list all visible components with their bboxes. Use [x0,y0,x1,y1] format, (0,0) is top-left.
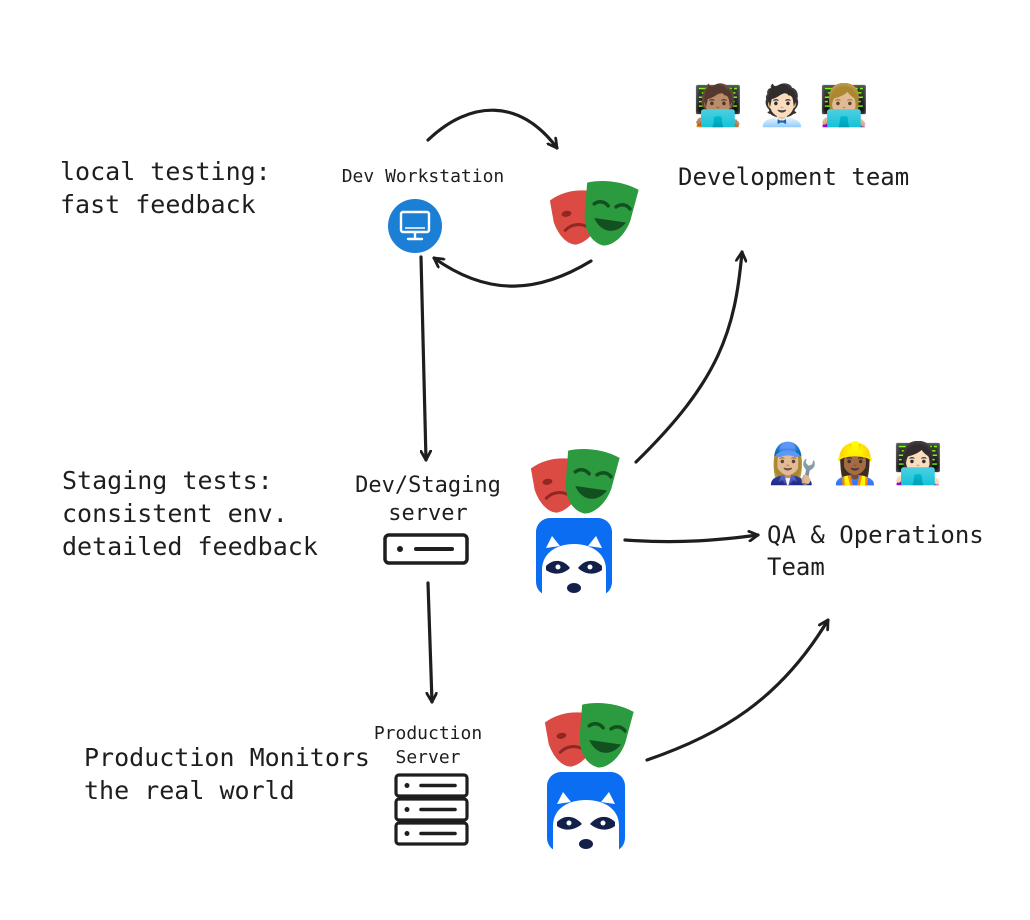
raccoon-icon [547,772,625,852]
dev-workstation-label: Dev Workstation [341,166,505,187]
arrow-staging-to-production [428,581,432,704]
server-stack-icon [394,773,469,846]
server-icon [383,533,469,565]
person-laptop-icon: 👩🏻‍💻 [893,441,943,487]
arrow-staging-to-qa-team [623,535,760,544]
local-testing-label: local testing: fast feedback [60,157,271,219]
arrow-playwright-to-workstation [432,256,593,288]
mechanic-icon: 👩🏼‍🔧 [768,441,818,487]
qa-ops-team-label: QA & Operations Team [767,521,984,581]
development-team-label: Development team [678,163,910,191]
office-worker-icon: 🧑🏻‍💼 [757,83,807,129]
monitor-icon [388,199,442,253]
playwright-masks-icon [549,181,639,246]
arrow-workstation-to-staging [419,255,426,462]
production-monitors-label: Production Monitors the real world [84,743,370,805]
raccoon-icon [536,518,612,596]
arrow-staging-to-dev-team [634,250,742,464]
arrow-workstation-to-playwright [426,108,559,150]
arrow-production-to-qa-team [645,618,830,762]
production-server-label: Production Server [373,723,483,768]
person-laptop-icon: 🧑🏽‍💻 [693,83,743,129]
person-laptop-icon: 👩🏼‍💻 [819,83,869,129]
playwright-masks-icon [544,703,634,768]
construction-worker-icon: 👷🏾‍♀️ [830,441,880,487]
staging-server-label: Dev/Staging server [355,473,501,526]
staging-tests-label: Staging tests: consistent env. detailed … [62,466,318,561]
playwright-masks-icon [530,449,620,514]
